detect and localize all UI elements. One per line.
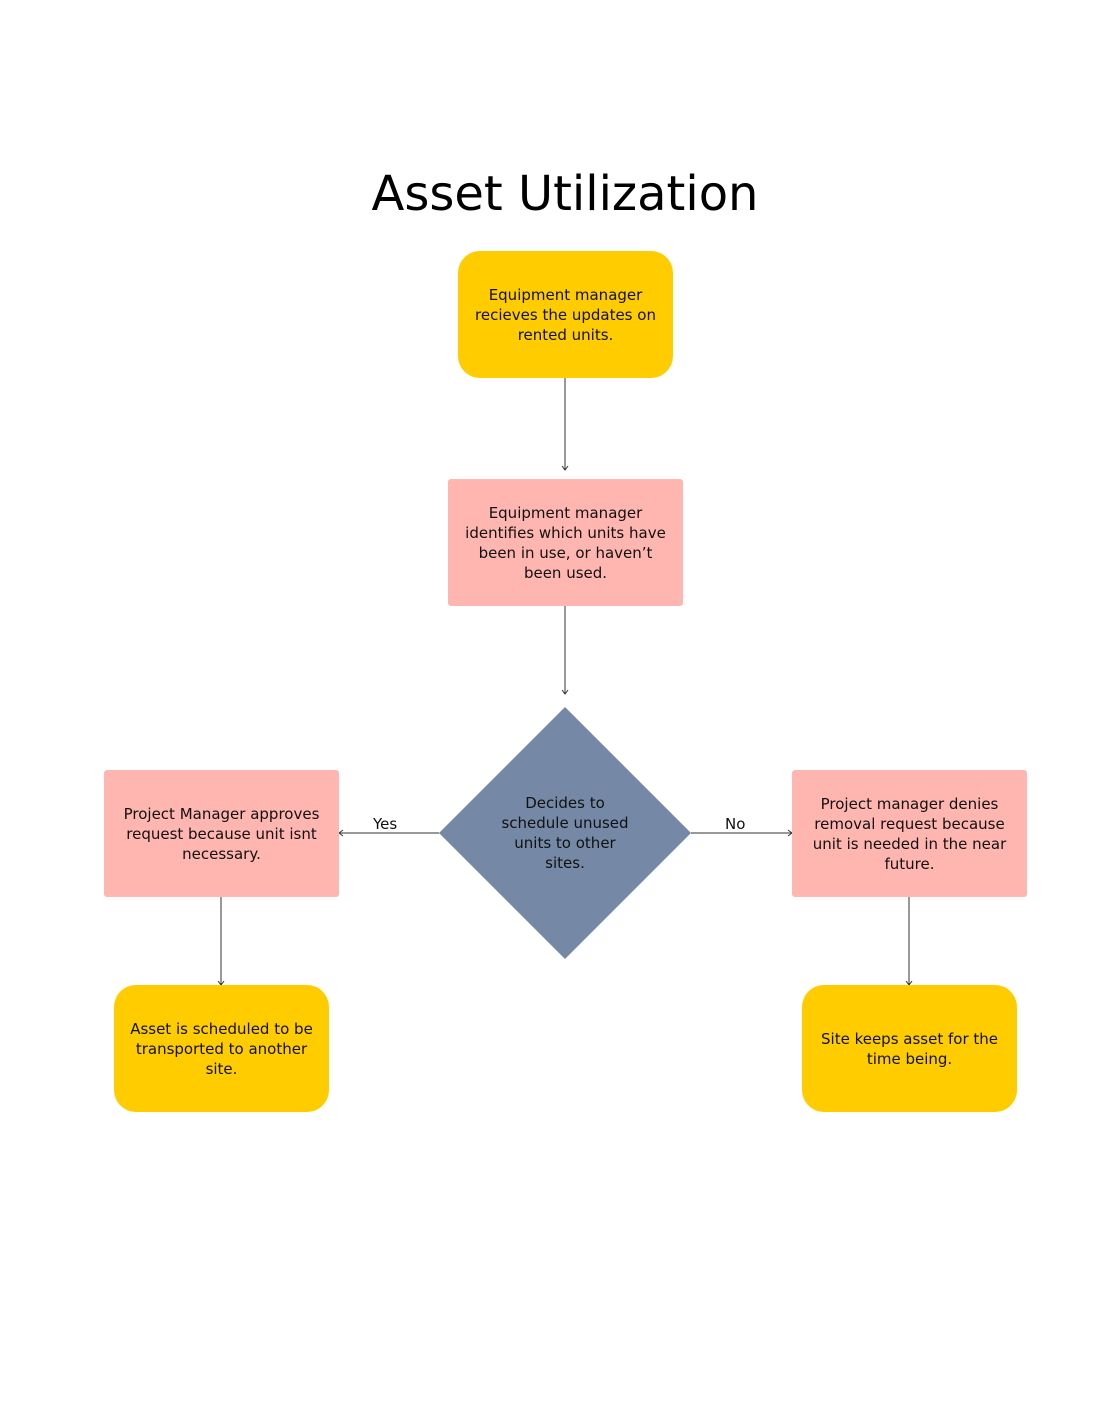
- yes-label: Yes: [373, 815, 398, 833]
- arrowhead-start-to-identify: [561, 465, 569, 471]
- arrowhead-identify-to-decision: [561, 689, 569, 695]
- keep-node: Site keeps asset for the time being.: [802, 985, 1017, 1112]
- decision-diamond: [439, 707, 691, 959]
- deny-node-label: Project manager denies removal request b…: [812, 794, 1007, 873]
- identify-node-label: Equipment manager identifies which units…: [465, 503, 666, 582]
- approve-node-label: Project Manager approves request because…: [123, 804, 320, 863]
- decision-node-label: Decides to schedule unused units to othe…: [501, 794, 629, 872]
- start-node-label: Equipment manager recieves the updates o…: [475, 285, 656, 344]
- approve-node: Project Manager approves request because…: [104, 770, 339, 897]
- no-label: No: [725, 815, 746, 833]
- deny-node: Project manager denies removal request b…: [792, 770, 1027, 897]
- arrowhead-decision-to-approve: [338, 829, 344, 837]
- start-node: Equipment manager recieves the updates o…: [458, 251, 673, 378]
- keep-node-label: Site keeps asset for the time being.: [821, 1029, 998, 1068]
- transport-node: Asset is scheduled to be transported to …: [114, 985, 329, 1112]
- identify-node: Equipment manager identifies which units…: [448, 479, 683, 606]
- transport-node-label: Asset is scheduled to be transported to …: [130, 1019, 313, 1078]
- diagram-title: Asset Utilization: [371, 166, 759, 222]
